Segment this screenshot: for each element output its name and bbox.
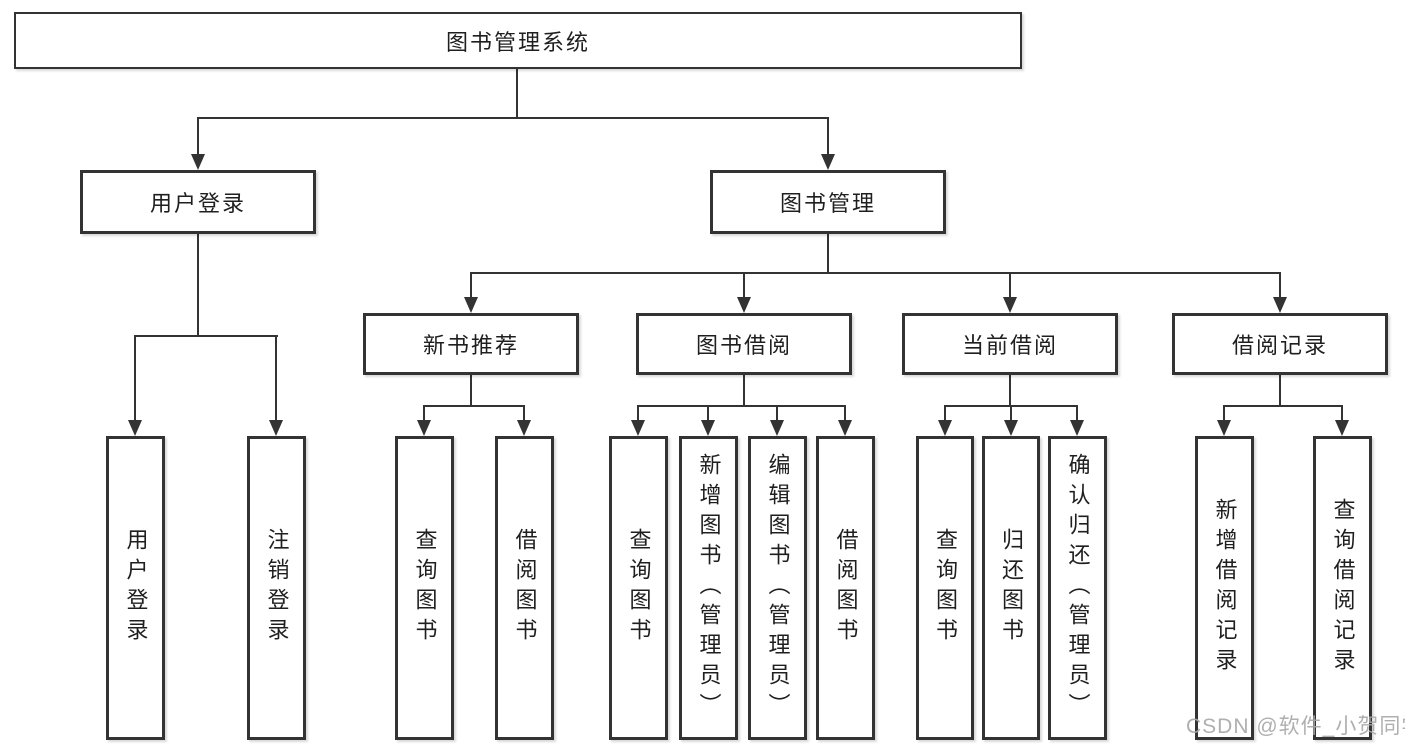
leaf-logout: 注销登录 bbox=[247, 436, 306, 740]
leaf-newrec-query-books-label: 查询图书 bbox=[412, 528, 438, 648]
connector-line bbox=[1279, 375, 1281, 406]
connector-line bbox=[197, 234, 199, 336]
leaf-user-login: 用户登录 bbox=[106, 436, 165, 740]
node-current-borrowing-label: 当前借阅 bbox=[961, 333, 1058, 358]
node-new-book-recommend-label: 新书推荐 bbox=[422, 333, 519, 358]
node-user-login-label: 用户登录 bbox=[149, 191, 246, 216]
leaf-borrow-query-books: 查询图书 bbox=[609, 436, 668, 740]
arrow-down-icon bbox=[1070, 420, 1084, 436]
connector-line bbox=[423, 405, 425, 421]
leaf-records-query-record: 查询借阅记录 bbox=[1313, 436, 1372, 740]
arrow-down-icon bbox=[821, 154, 835, 170]
arrow-down-icon bbox=[1004, 420, 1018, 436]
leaf-logout-label: 注销登录 bbox=[264, 528, 290, 648]
leaf-borrow-edit-books-admin-label: 编辑图书（管理员） bbox=[765, 453, 791, 723]
arrow-down-icon bbox=[517, 420, 531, 436]
leaf-current-query-books: 查询图书 bbox=[916, 436, 974, 740]
arrow-down-icon bbox=[1217, 420, 1231, 436]
connector-line bbox=[134, 335, 136, 421]
node-book-management-label: 图书管理 bbox=[779, 191, 876, 216]
leaf-borrow-query-books-label: 查询图书 bbox=[626, 528, 652, 648]
connector-line bbox=[1223, 405, 1225, 421]
connector-line bbox=[707, 405, 709, 421]
node-current-borrowing: 当前借阅 bbox=[902, 313, 1118, 375]
arrow-down-icon bbox=[770, 420, 784, 436]
node-root-label: 图书管理系统 bbox=[445, 29, 590, 55]
leaf-records-add-record-label: 新增借阅记录 bbox=[1212, 498, 1238, 678]
leaf-current-query-books-label: 查询图书 bbox=[933, 528, 958, 648]
leaf-newrec-borrow-books: 借阅图书 bbox=[495, 436, 554, 740]
node-book-borrowing-label: 图书借阅 bbox=[695, 333, 792, 358]
arrow-down-icon bbox=[128, 420, 142, 436]
node-borrowing-records-label: 借阅记录 bbox=[1231, 333, 1328, 358]
connector-line bbox=[1223, 405, 1343, 407]
leaf-current-return-books-label: 归还图书 bbox=[999, 528, 1024, 648]
connector-line bbox=[523, 405, 525, 421]
connector-line bbox=[134, 335, 278, 337]
connector-line bbox=[470, 272, 1281, 274]
connector-line bbox=[516, 68, 518, 118]
arrow-down-icon bbox=[838, 420, 852, 436]
arrow-down-icon bbox=[1273, 297, 1287, 313]
arrow-down-icon bbox=[464, 297, 478, 313]
connector-line bbox=[827, 117, 829, 155]
leaf-newrec-borrow-books-label: 借阅图书 bbox=[512, 528, 538, 648]
connector-line bbox=[275, 335, 277, 421]
csdn-watermark: CSDN @软件_小贺同学 bbox=[1186, 715, 1405, 738]
connector-line bbox=[1009, 272, 1011, 298]
leaf-newrec-query-books: 查询图书 bbox=[395, 436, 454, 740]
leaf-records-add-record: 新增借阅记录 bbox=[1195, 436, 1254, 740]
leaf-borrow-add-books-admin: 新增图书（管理员） bbox=[679, 436, 738, 740]
arrow-down-icon bbox=[938, 420, 952, 436]
arrow-down-icon bbox=[1003, 297, 1017, 313]
connector-line bbox=[197, 117, 829, 119]
node-root: 图书管理系统 bbox=[14, 12, 1022, 69]
arrow-down-icon bbox=[1335, 420, 1349, 436]
arrow-down-icon bbox=[631, 420, 645, 436]
connector-line bbox=[637, 405, 639, 421]
connector-line bbox=[637, 405, 846, 407]
arrow-down-icon bbox=[737, 297, 751, 313]
arrow-down-icon bbox=[417, 420, 431, 436]
connector-line bbox=[827, 234, 829, 273]
connector-line bbox=[944, 405, 946, 421]
leaf-records-query-record-label: 查询借阅记录 bbox=[1330, 498, 1356, 678]
connector-line bbox=[1076, 405, 1078, 421]
connector-line bbox=[197, 117, 199, 155]
connector-line bbox=[1279, 272, 1281, 298]
node-user-login: 用户登录 bbox=[80, 170, 316, 234]
connector-line bbox=[743, 272, 745, 298]
connector-line bbox=[844, 405, 846, 421]
node-new-book-recommend: 新书推荐 bbox=[363, 313, 579, 375]
connector-line bbox=[470, 272, 472, 298]
node-borrowing-records: 借阅记录 bbox=[1172, 313, 1388, 375]
leaf-current-return-books: 归还图书 bbox=[982, 436, 1040, 740]
connector-line bbox=[1341, 405, 1343, 421]
leaf-borrow-add-books-admin-label: 新增图书（管理员） bbox=[696, 453, 722, 723]
connector-line bbox=[423, 405, 525, 407]
leaf-borrow-edit-books-admin: 编辑图书（管理员） bbox=[748, 436, 807, 740]
connector-line bbox=[743, 375, 745, 406]
node-book-borrowing: 图书借阅 bbox=[636, 313, 852, 375]
connector-line bbox=[776, 405, 778, 421]
connector-line bbox=[470, 375, 472, 406]
leaf-current-confirm-return-admin: 确认归还（管理员） bbox=[1048, 436, 1107, 740]
leaf-current-confirm-return-admin-label: 确认归还（管理员） bbox=[1065, 453, 1091, 723]
connector-line bbox=[1009, 375, 1011, 406]
connector-line bbox=[1010, 405, 1012, 421]
leaf-borrow-borrow-books-label: 借阅图书 bbox=[833, 528, 859, 648]
node-book-management: 图书管理 bbox=[710, 170, 946, 234]
arrow-down-icon bbox=[701, 420, 715, 436]
arrow-down-icon bbox=[191, 154, 205, 170]
arrow-down-icon bbox=[269, 420, 283, 436]
leaf-user-login-label: 用户登录 bbox=[123, 528, 149, 648]
leaf-borrow-borrow-books: 借阅图书 bbox=[816, 436, 875, 740]
